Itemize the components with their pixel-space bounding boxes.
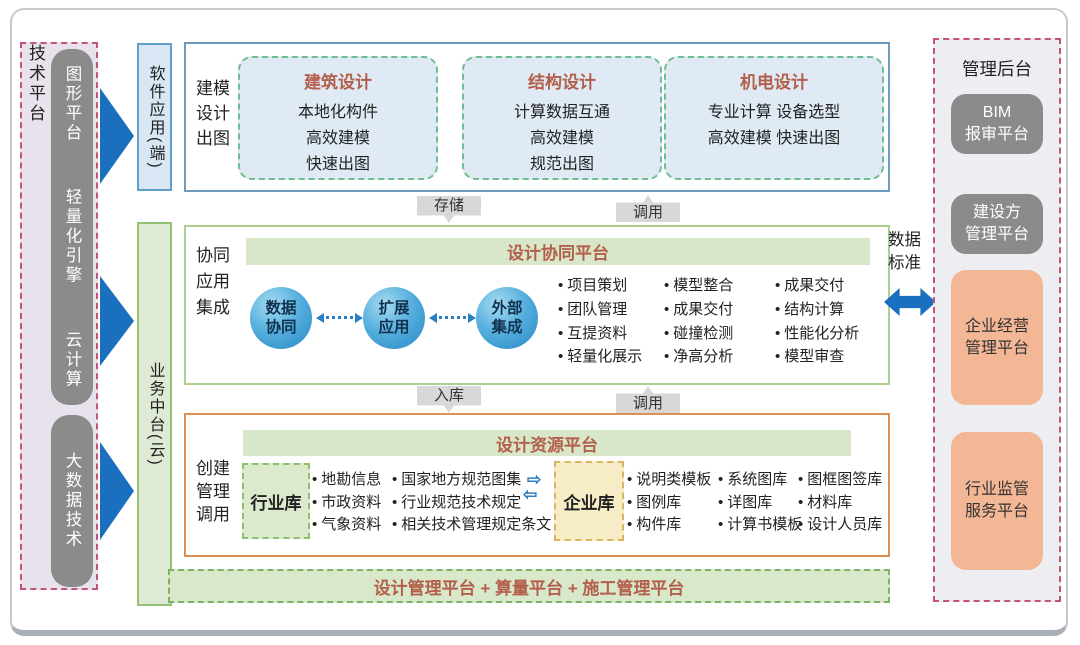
collaboration-section: 协同 应用 集成 设计协同平台 数据 协同 扩展 应用 外部 集成 项目策划 团… bbox=[184, 225, 890, 385]
bim-review-platform-box: BIM 报审平台 bbox=[951, 94, 1043, 154]
admin-backend-title: 管理后台 bbox=[962, 59, 1032, 79]
swap-arrows-icon: ⇨ ⇦ bbox=[523, 470, 542, 503]
structural-design-box: 结构设计 计算数据互通 高效建模 规范出图 bbox=[462, 56, 662, 180]
collab-feature-list-3: 成果交付 结构计算 性能化分析 模型审查 bbox=[775, 274, 859, 369]
list-item: 成果交付 bbox=[775, 274, 859, 298]
business-middle-platform-column: 业务中台(云) bbox=[137, 222, 172, 606]
list-item: 图例库 bbox=[627, 492, 711, 515]
list-item: 系统图库 bbox=[718, 469, 802, 492]
list-item: 构件库 bbox=[627, 514, 711, 537]
tech-item-cloud-computing: 云计算 bbox=[63, 330, 81, 390]
mep-design-title: 机电设计 bbox=[740, 73, 808, 92]
tech-item-graphics: 图形平台 bbox=[63, 65, 81, 143]
enterprise-library-box: 企业库 bbox=[554, 461, 624, 541]
connector-call-tag: 调用 bbox=[616, 195, 680, 222]
list-item: 相关技术管理规定条文 bbox=[392, 514, 551, 537]
list-item: 互提资料 bbox=[558, 322, 642, 346]
software-application-column: 软件应用(端) bbox=[137, 43, 172, 191]
modeling-design-section-label: 建模 设计 出图 bbox=[196, 79, 230, 148]
list-item: 图框图签库 bbox=[798, 469, 882, 492]
mep-design-box: 机电设计 专业计算 设备选型 高效建模 快速出图 bbox=[664, 56, 884, 180]
list-item: 团队管理 bbox=[558, 298, 642, 322]
resource-section: 创建 管理 调用 设计资源平台 行业库 地勘信息 市政资料 气象资料 国家地方规… bbox=[184, 413, 890, 557]
structural-design-features: 计算数据互通 高效建模 规范出图 bbox=[513, 104, 610, 173]
software-application-label: 软件应用(端) bbox=[146, 64, 164, 170]
list-item: 气象资料 bbox=[312, 514, 381, 537]
list-item: 轻量化展示 bbox=[558, 345, 642, 369]
list-item: 项目策划 bbox=[558, 274, 642, 298]
extended-application-circle: 扩展 应用 bbox=[363, 287, 425, 349]
enterprise-resource-list-1: 说明类模板 图例库 构件库 bbox=[627, 469, 711, 537]
industry-resource-list-2: 国家地方规范图集 行业规范技术规定 相关技术管理规定条文 bbox=[392, 469, 551, 537]
outer-frame bbox=[10, 8, 1068, 636]
design-resource-platform-header: 设计资源平台 bbox=[243, 430, 851, 456]
swap-left-glyph: ⇦ bbox=[523, 485, 538, 504]
list-item: 模型整合 bbox=[664, 274, 733, 298]
list-item: 计算书模板 bbox=[718, 514, 802, 537]
double-arrow-dotted-connector-icon bbox=[429, 313, 476, 323]
list-item: 设计人员库 bbox=[798, 514, 882, 537]
architectural-design-features: 本地化构件 高效建模 快速出图 bbox=[297, 104, 378, 173]
structural-design-title: 结构设计 bbox=[528, 73, 596, 92]
list-item: 说明类模板 bbox=[627, 469, 711, 492]
data-standard-label: 数据 标准 bbox=[888, 231, 921, 272]
industry-library-box: 行业库 bbox=[242, 463, 310, 539]
enterprise-resource-list-2: 系统图库 详图库 计算书模板 bbox=[718, 469, 802, 537]
tech-item-bigdata: 大数据技术 bbox=[63, 452, 81, 550]
architectural-design-title: 建筑设计 bbox=[304, 73, 372, 92]
list-item: 结构计算 bbox=[775, 298, 859, 322]
tech-group-bigdata: 大数据技术 bbox=[51, 415, 93, 587]
tech-platform-panel: 技术平台 图形平台 轻量化引擎 云计算 大数据技术 bbox=[20, 42, 98, 590]
list-item: 净高分析 bbox=[664, 345, 733, 369]
list-item: 碰撞检测 bbox=[664, 322, 733, 346]
collab-feature-list-2: 模型整合 成果交付 碰撞检测 净高分析 bbox=[664, 274, 733, 369]
mep-design-features: 专业计算 设备选型 高效建模 快速出图 bbox=[707, 104, 841, 147]
industry-resource-list-1: 地勘信息 市政资料 气象资料 bbox=[312, 469, 381, 537]
list-item: 成果交付 bbox=[664, 298, 733, 322]
double-arrow-dotted-connector-icon bbox=[316, 313, 363, 323]
list-item: 市政资料 bbox=[312, 492, 381, 515]
modeling-design-section: 建模 设计 出图 建筑设计 本地化构件 高效建模 快速出图 结构设计 计算数据互… bbox=[184, 42, 890, 192]
list-item: 材料库 bbox=[798, 492, 882, 515]
list-item: 行业规范技术规定 bbox=[392, 492, 551, 515]
collab-feature-list-1: 项目策划 团队管理 互提资料 轻量化展示 bbox=[558, 274, 642, 369]
list-item: 性能化分析 bbox=[775, 322, 859, 346]
architectural-design-box: 建筑设计 本地化构件 高效建模 快速出图 bbox=[238, 56, 438, 180]
resource-section-label: 创建 管理 调用 bbox=[196, 459, 230, 524]
collaboration-section-label: 协同 应用 集成 bbox=[196, 246, 230, 317]
list-item: 国家地方规范图集 bbox=[392, 469, 551, 492]
list-item: 模型审查 bbox=[775, 345, 859, 369]
industry-supervision-platform-box: 行业监管 服务平台 bbox=[951, 432, 1043, 570]
owner-management-platform-box: 建设方 管理平台 bbox=[951, 194, 1043, 254]
management-platforms-bar: 设计管理平台 + 算量平台 + 施工管理平台 bbox=[168, 569, 890, 603]
tech-group-core: 图形平台 轻量化引擎 云计算 bbox=[51, 49, 93, 405]
enterprise-resource-list-3: 图框图签库 材料库 设计人员库 bbox=[798, 469, 882, 537]
list-item: 地勘信息 bbox=[312, 469, 381, 492]
list-item: 详图库 bbox=[718, 492, 802, 515]
admin-backend-panel: 管理后台 BIM 报审平台 建设方 管理平台 企业经营 管理平台 行业监管 服务… bbox=[933, 38, 1061, 602]
external-integration-circle: 外部 集成 bbox=[476, 287, 538, 349]
tech-platform-title: 技术平台 bbox=[26, 44, 45, 124]
design-collaboration-platform-header: 设计协同平台 bbox=[246, 238, 870, 265]
swap-right-glyph: ⇨ bbox=[527, 470, 542, 489]
data-collaboration-circle: 数据 协同 bbox=[250, 287, 312, 349]
enterprise-operation-platform-box: 企业经营 管理平台 bbox=[951, 270, 1043, 405]
business-middle-platform-label: 业务中台(云) bbox=[146, 361, 164, 467]
tech-item-lightweight-engine: 轻量化引擎 bbox=[63, 188, 81, 286]
